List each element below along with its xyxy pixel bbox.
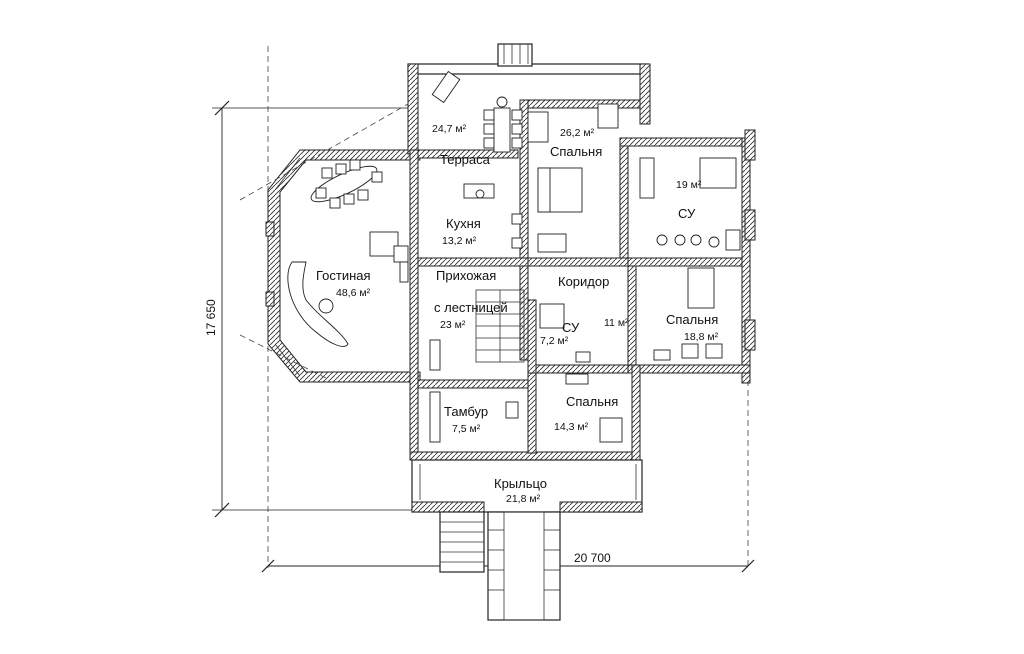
terrace-name: Терраса <box>440 152 491 167</box>
bath-mid-area: 7,2 м² <box>540 335 569 347</box>
vestibule-name: Тамбур <box>444 404 488 419</box>
porch <box>411 459 643 513</box>
bath-top-name: СУ <box>678 206 696 221</box>
bath-top-area: 19 м² <box>676 179 702 191</box>
corridor-name: Коридор <box>558 274 609 289</box>
dining-table <box>310 159 383 209</box>
living-name: Гостиная <box>316 268 371 283</box>
furniture <box>287 70 741 443</box>
bedroom-top-name: Спальня <box>550 144 602 159</box>
corridor-area: 11 м² <box>604 317 629 329</box>
bedroom-top-area: 26,2 м² <box>560 127 595 139</box>
hall-name: Прихожая <box>436 268 496 283</box>
hall-name-2: с лестницей <box>434 300 508 315</box>
stairs <box>439 289 561 621</box>
bath-mid-name: СУ <box>562 320 580 335</box>
height-dimension: 17 650 <box>204 299 218 336</box>
room-labels: 24,7 м² Терраса 26,2 м² Спальня 19 м² СУ… <box>316 123 719 505</box>
bedroom-right-name: Спальня <box>666 312 718 327</box>
porch-name: Крыльцо <box>494 476 547 491</box>
living-area: 48,6 м² <box>336 287 371 299</box>
width-dimension: 20 700 <box>574 551 611 565</box>
terrace-area: 24,7 м² <box>432 123 467 135</box>
vestibule-area: 7,5 м² <box>452 423 481 435</box>
terrace-walls <box>407 43 651 155</box>
bedroom-right-area: 18,8 м² <box>684 331 719 343</box>
bedroom-bottom-name: Спальня <box>566 394 618 409</box>
hall-area: 23 м² <box>440 319 466 331</box>
kitchen-area: 13,2 м² <box>442 235 477 247</box>
bedroom-bottom-area: 14,3 м² <box>554 421 589 433</box>
kitchen-name: Кухня <box>446 216 481 231</box>
porch-area: 21,8 м² <box>506 493 541 505</box>
